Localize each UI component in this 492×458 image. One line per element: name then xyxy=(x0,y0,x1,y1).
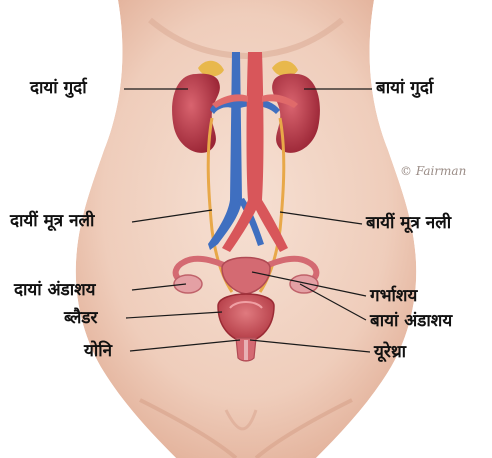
right-ovary xyxy=(174,275,202,293)
label-vagina: योनि xyxy=(84,341,112,361)
urethra-shape xyxy=(244,340,248,360)
artist-signature: © Fairman xyxy=(400,164,466,178)
label-bladder: ब्लैडर xyxy=(64,308,97,328)
label-left-kidney: बायां गुर्दा xyxy=(376,78,433,98)
label-left-ovary: बायां अंडाशय xyxy=(370,311,452,331)
label-right-kidney: दायां गुर्दा xyxy=(30,78,87,98)
label-urethra: यूरेथ्रा xyxy=(374,342,406,362)
left-ovary xyxy=(290,275,318,293)
label-right-ovary: दायां अंडाशय xyxy=(14,280,96,300)
label-uterus: गर्भाशय xyxy=(370,286,417,306)
label-right-ureter: दायीं मूत्र नली xyxy=(10,211,94,231)
label-left-ureter: बायीं मूत्र नली xyxy=(366,213,451,233)
